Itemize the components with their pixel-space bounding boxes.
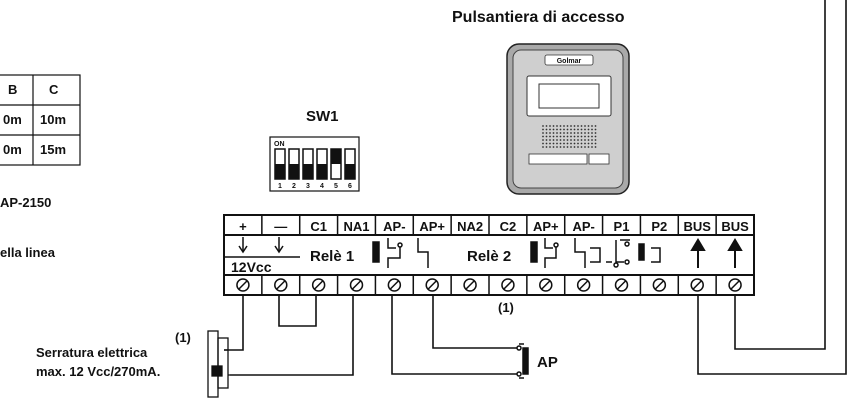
table-cell: 15m xyxy=(40,142,67,157)
dip-switch-lever xyxy=(345,164,355,179)
panel-title: Pulsantiera di accesso xyxy=(452,9,625,26)
dip-switch-number: 4 xyxy=(320,183,324,190)
dip-on-label: ON xyxy=(274,141,285,148)
voltage-label: 12Vcc xyxy=(231,259,272,275)
relay1-label: Relè 1 xyxy=(310,248,354,265)
sw1-title: SW1 xyxy=(306,108,339,125)
dip-switch-lever xyxy=(275,164,285,179)
dip-switch-lever xyxy=(331,149,341,164)
table-header-c: C xyxy=(49,82,59,97)
terminal-label: C2 xyxy=(500,219,517,234)
lock-label-line1: Serratura elettrica xyxy=(36,345,148,360)
distance-table xyxy=(0,74,81,166)
dip-switch-number: 2 xyxy=(292,183,296,190)
dip-switch: ON 1 2 3 4 5 6 xyxy=(269,136,360,192)
terminal-label: P2 xyxy=(651,219,667,234)
model-text: AP-2150 xyxy=(0,195,52,210)
table-cell: 10m xyxy=(40,112,67,127)
terminal-label: + xyxy=(239,219,247,234)
terminal-label: C1 xyxy=(310,219,327,234)
table-header-b: B xyxy=(8,82,18,97)
dip-switch-number: 1 xyxy=(278,183,282,190)
terminal-label: AP- xyxy=(383,219,405,234)
terminal-label: AP+ xyxy=(419,219,445,234)
dip-switch-lever xyxy=(303,164,313,179)
footnote-mark: (1) xyxy=(175,330,191,345)
terminal-label: NA2 xyxy=(457,219,483,234)
terminal-label: — xyxy=(274,219,287,234)
lock-label-line2: max. 12 Vcc/270mA. xyxy=(36,364,161,379)
dip-switch-lever xyxy=(289,164,299,179)
terminal-label: NA1 xyxy=(343,219,369,234)
ap-button-label: AP xyxy=(537,354,558,371)
terminal-label: P1 xyxy=(614,219,630,234)
table-cell: 0m xyxy=(3,112,22,127)
dip-switch-lever xyxy=(317,164,327,179)
access-panel: Golmar xyxy=(506,43,630,195)
line-text: ella linea xyxy=(0,245,55,260)
terminal-label: BUS xyxy=(683,219,711,234)
relay2-label: Relè 2 xyxy=(467,248,511,265)
footnote-mark: (1) xyxy=(498,300,514,315)
terminal-label: BUS xyxy=(721,219,749,234)
terminal-label: AP- xyxy=(572,219,594,234)
dip-switch-number: 5 xyxy=(334,183,338,190)
table-cell: 0m xyxy=(3,142,22,157)
dip-switch-number: 3 xyxy=(306,183,310,190)
terminal-label: AP+ xyxy=(533,219,559,234)
panel-brand: Golmar xyxy=(557,58,582,65)
dip-switch-number: 6 xyxy=(348,183,352,190)
